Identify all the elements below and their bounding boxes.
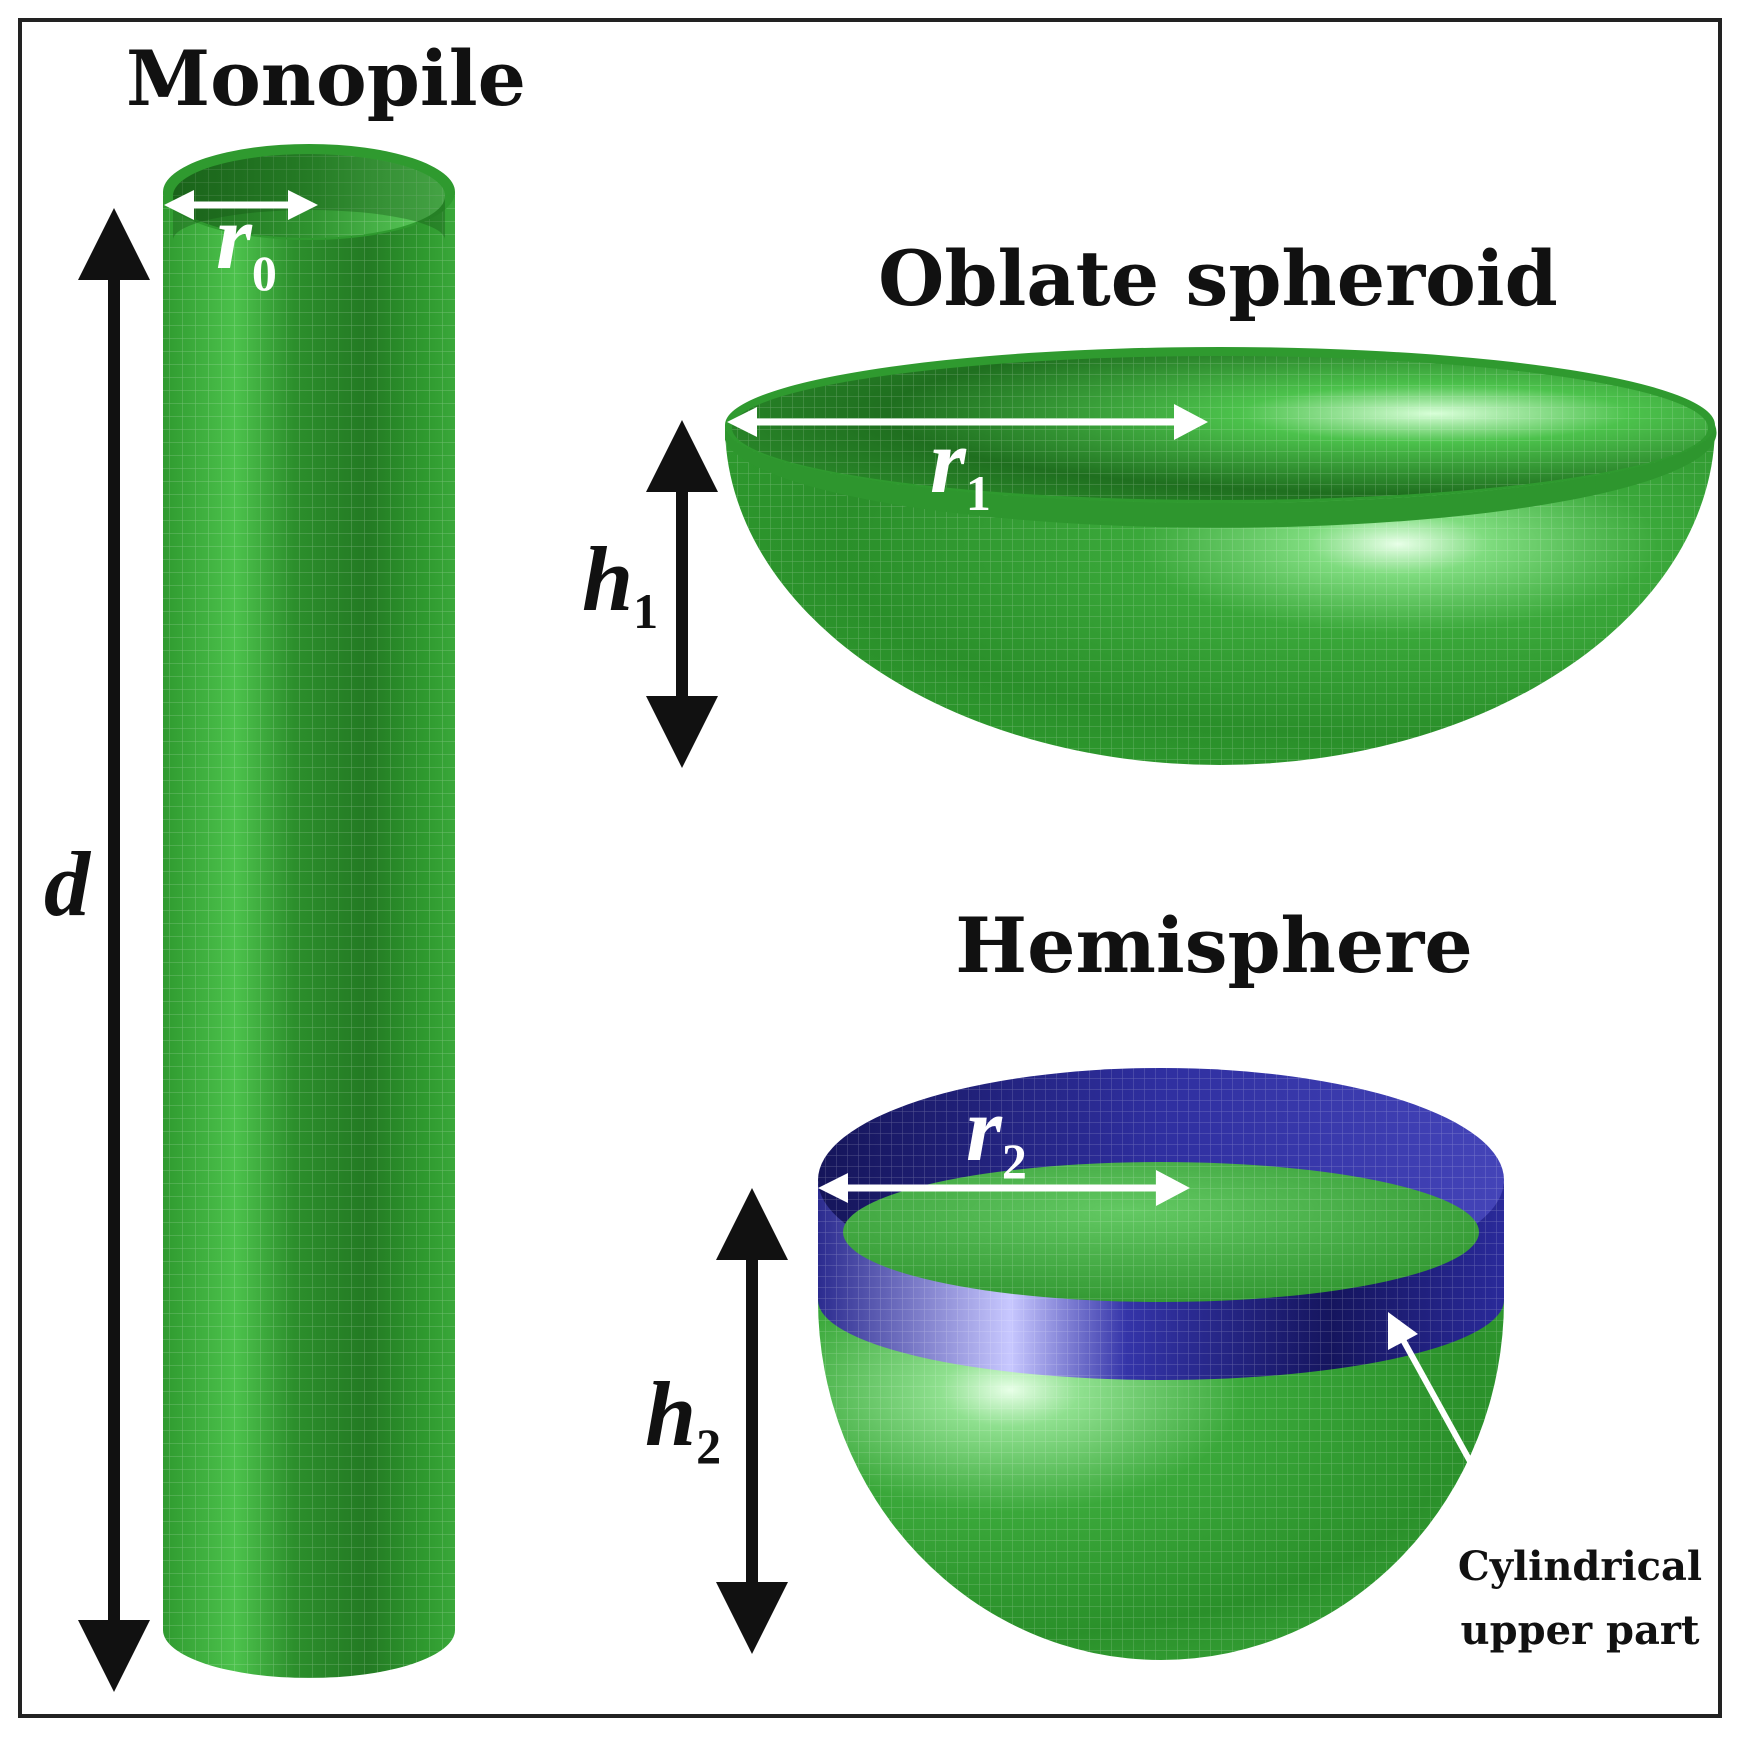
hemisphere-height-label: h2 [645,1363,721,1474]
monopile-mesh [163,192,455,1678]
cylindrical-part-callout-arrow [1388,1312,1501,1514]
cylindrical-part-callout-line1: Cylindrical [1458,1543,1702,1590]
hemisphere-radius-label: r2 [966,1078,1027,1189]
oblate-height-label: h1 [582,528,658,639]
oblate-height-arrow [646,420,718,768]
cylindrical-part-callout-line2: upper part [1461,1607,1700,1654]
monopile-group: r0 d Monopile [44,34,526,1692]
hemisphere-group: r2 h2 Cylindrical upper part Hemisphere [645,901,1702,1660]
oblate-title: Oblate spheroid [878,234,1558,323]
oblate-radius-arrow [727,404,1208,440]
hemisphere-height-arrow [716,1188,788,1654]
oblate-spheroid-group: r1 h1 Oblate spheroid [582,234,1717,768]
oblate-radius-label: r1 [930,410,991,521]
hemisphere-radius-arrow [818,1170,1190,1206]
hemisphere-title: Hemisphere [955,901,1472,990]
monopile-radius-label: r0 [216,186,277,301]
monopile-depth-label: d [44,833,92,935]
monopile-depth-arrow [78,208,150,1692]
monopile-title: Monopile [126,34,526,123]
monopile-radius-arrow [164,190,318,220]
